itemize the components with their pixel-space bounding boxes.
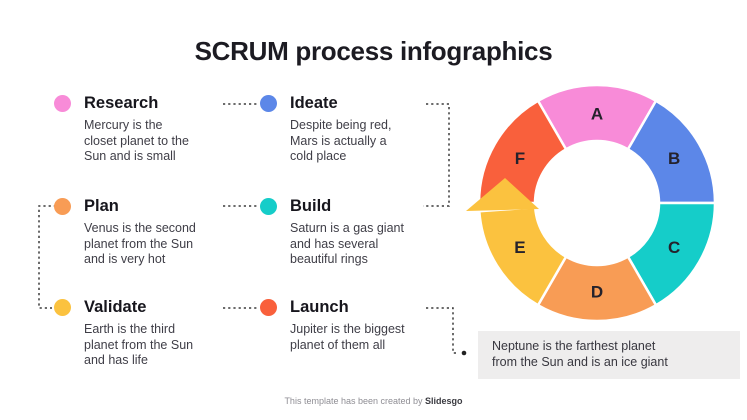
step-title-plan: Plan [84, 197, 119, 215]
step-plan: Plan Venus is the second planet from the… [54, 197, 234, 268]
cycle-arrow-icon [466, 178, 539, 211]
step-dot-validate [54, 299, 71, 316]
donut-label-F: F [515, 149, 525, 168]
step-title-build: Build [290, 197, 332, 215]
step-dot-build [260, 198, 277, 215]
page-title: SCRUM process infographics [194, 36, 553, 66]
step-description-plan: Venus is the second planet from the Sun … [84, 221, 196, 266]
step-ideate: Ideate Despite being red, Mars is actual… [260, 94, 440, 165]
step-title-ideate: Ideate [290, 94, 338, 112]
donut-label-C: C [668, 238, 680, 257]
step-build: Build Saturn is a gas giant and has seve… [260, 197, 440, 268]
step-title-research: Research [84, 94, 159, 112]
step-description-validate: Earth is the third planet from the Sun a… [84, 322, 194, 367]
step-launch: Launch Jupiter is the biggest planet of … [260, 298, 440, 353]
scrum-cycle-donut: A B C D E F [466, 78, 720, 328]
step-dot-research [54, 95, 71, 112]
step-description-ideate: Despite being red, Mars is actually a co… [290, 118, 392, 163]
step-description-build: Saturn is a gas giant and has several be… [290, 221, 404, 266]
footer-credit: This template has been created by Slides… [0, 396, 747, 406]
footer-text: This template has been created by [284, 396, 423, 406]
donut-label-A: A [591, 105, 603, 124]
step-dot-launch [260, 299, 277, 316]
step-validate: Validate Earth is the third planet from … [54, 298, 234, 369]
step-description-research: Mercury is the closet planet to the Sun … [84, 118, 189, 163]
note-box: Neptune is the farthest planet from the … [478, 331, 740, 379]
step-dot-plan [54, 198, 71, 215]
donut-segment-F [477, 99, 568, 205]
donut-label-D: D [591, 283, 603, 302]
step-research: Research Mercury is the closet planet to… [54, 94, 234, 165]
step-description-launch: Jupiter is the biggest planet of them al… [290, 322, 405, 352]
footer-brand: Slidesgo [425, 396, 463, 406]
connector-end-dot [461, 350, 467, 356]
step-title-launch: Launch [290, 298, 349, 316]
donut-chart: A B C D E F [466, 83, 717, 323]
donut-label-E: E [514, 238, 525, 257]
step-title-validate: Validate [84, 298, 147, 316]
step-dot-ideate [260, 95, 277, 112]
donut-segment-E [477, 205, 568, 307]
donut-label-B: B [668, 149, 680, 168]
